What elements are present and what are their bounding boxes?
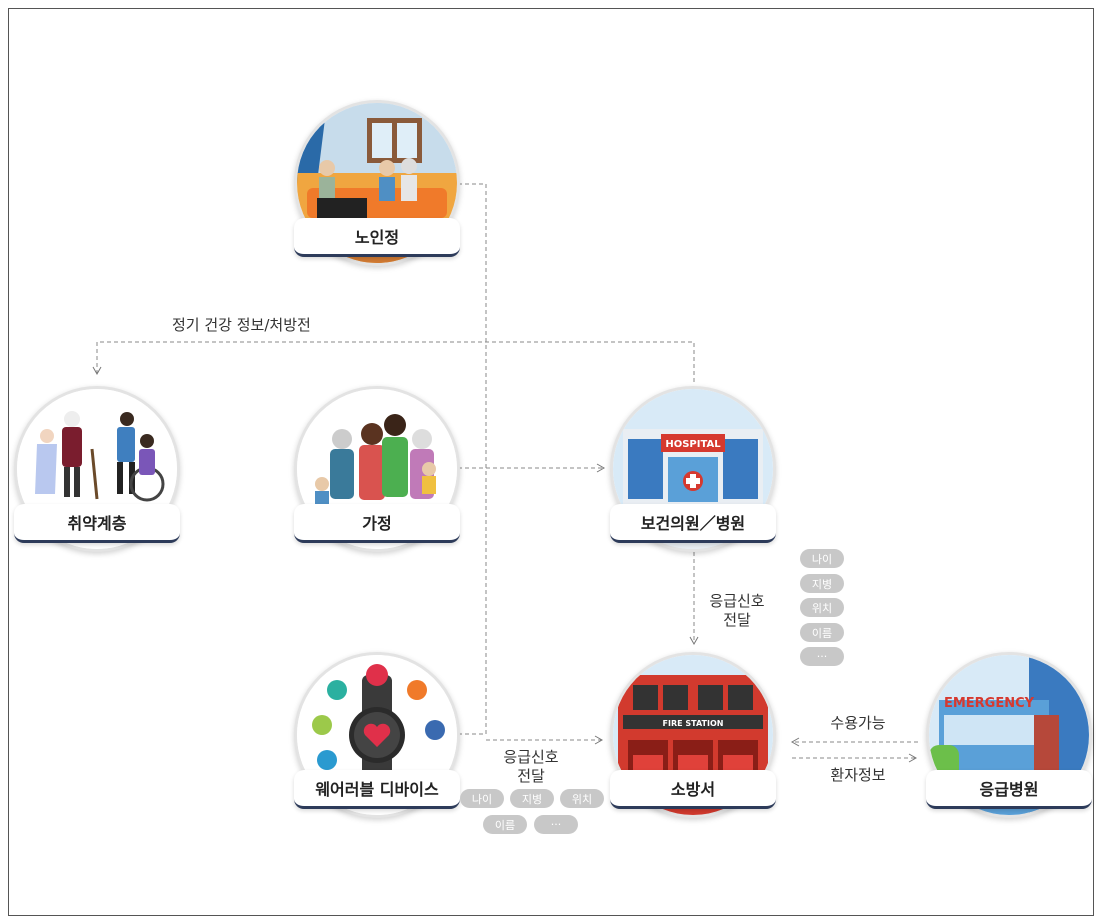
edge-label-patient-info: 환자정보 [830, 766, 886, 784]
tag-disease: 지병 [800, 574, 844, 593]
tag-name: 이름 [483, 815, 527, 834]
hospital-sign-text: HOSPITAL [665, 439, 721, 450]
node-clinic: HOSPITAL 보건의원／병원 [610, 386, 776, 552]
trunk-line [458, 183, 487, 735]
node-home: 가정 [294, 386, 460, 552]
edge-label-acceptable: 수용가능 [830, 714, 886, 732]
diagram-frame [8, 8, 1094, 916]
edge-label-clinic-fire-line2: 전달 [723, 611, 751, 629]
node-wearable: 웨어러블 디바이스 [294, 652, 460, 818]
tag-age: 나이 [460, 789, 504, 808]
node-er-hospital: EMERGENCY 응급병원 [926, 652, 1092, 818]
edge-label-clinic-fire-line1: 응급신호 [709, 592, 765, 610]
tag-disease: 지병 [510, 789, 554, 808]
label-vulnerable: 취약계층 [14, 504, 180, 543]
edge-label-regular-health: 정기 건강 정보/처방전 [172, 316, 311, 334]
wearable-illustration [294, 652, 460, 818]
label-fire-station: 소방서 [610, 770, 776, 809]
node-vulnerable: 취약계층 [14, 386, 180, 552]
tag-location: 위치 [800, 598, 844, 617]
regular-health-line [92, 341, 695, 382]
label-clinic: 보건의원／병원 [610, 504, 776, 543]
tag-location: 위치 [560, 789, 604, 808]
fire-station-sign-text: FIRE STATION [663, 719, 724, 728]
edge-label-wearable-fire: 응급신호 전달 [494, 748, 568, 786]
tag-more: ··· [534, 815, 578, 834]
tag-name: 이름 [800, 623, 844, 642]
label-er-hospital: 응급병원 [926, 770, 1092, 809]
edge-label-wearable-fire-line1: 응급신호 [503, 748, 559, 766]
node-senior-center: 노인정 [294, 100, 460, 266]
label-home: 가정 [294, 504, 460, 543]
label-wearable: 웨어러블 디바이스 [294, 770, 460, 809]
label-senior-center: 노인정 [294, 218, 460, 257]
emergency-sign-text: EMERGENCY [944, 696, 1035, 711]
edge-label-clinic-fire: 응급신호 전달 [700, 592, 774, 630]
edge-label-wearable-fire-line2: 전달 [517, 767, 545, 785]
tag-more: ··· [800, 647, 844, 666]
node-fire-station: FIRE STATION 소방서 [610, 652, 776, 818]
tag-age: 나이 [800, 549, 844, 568]
